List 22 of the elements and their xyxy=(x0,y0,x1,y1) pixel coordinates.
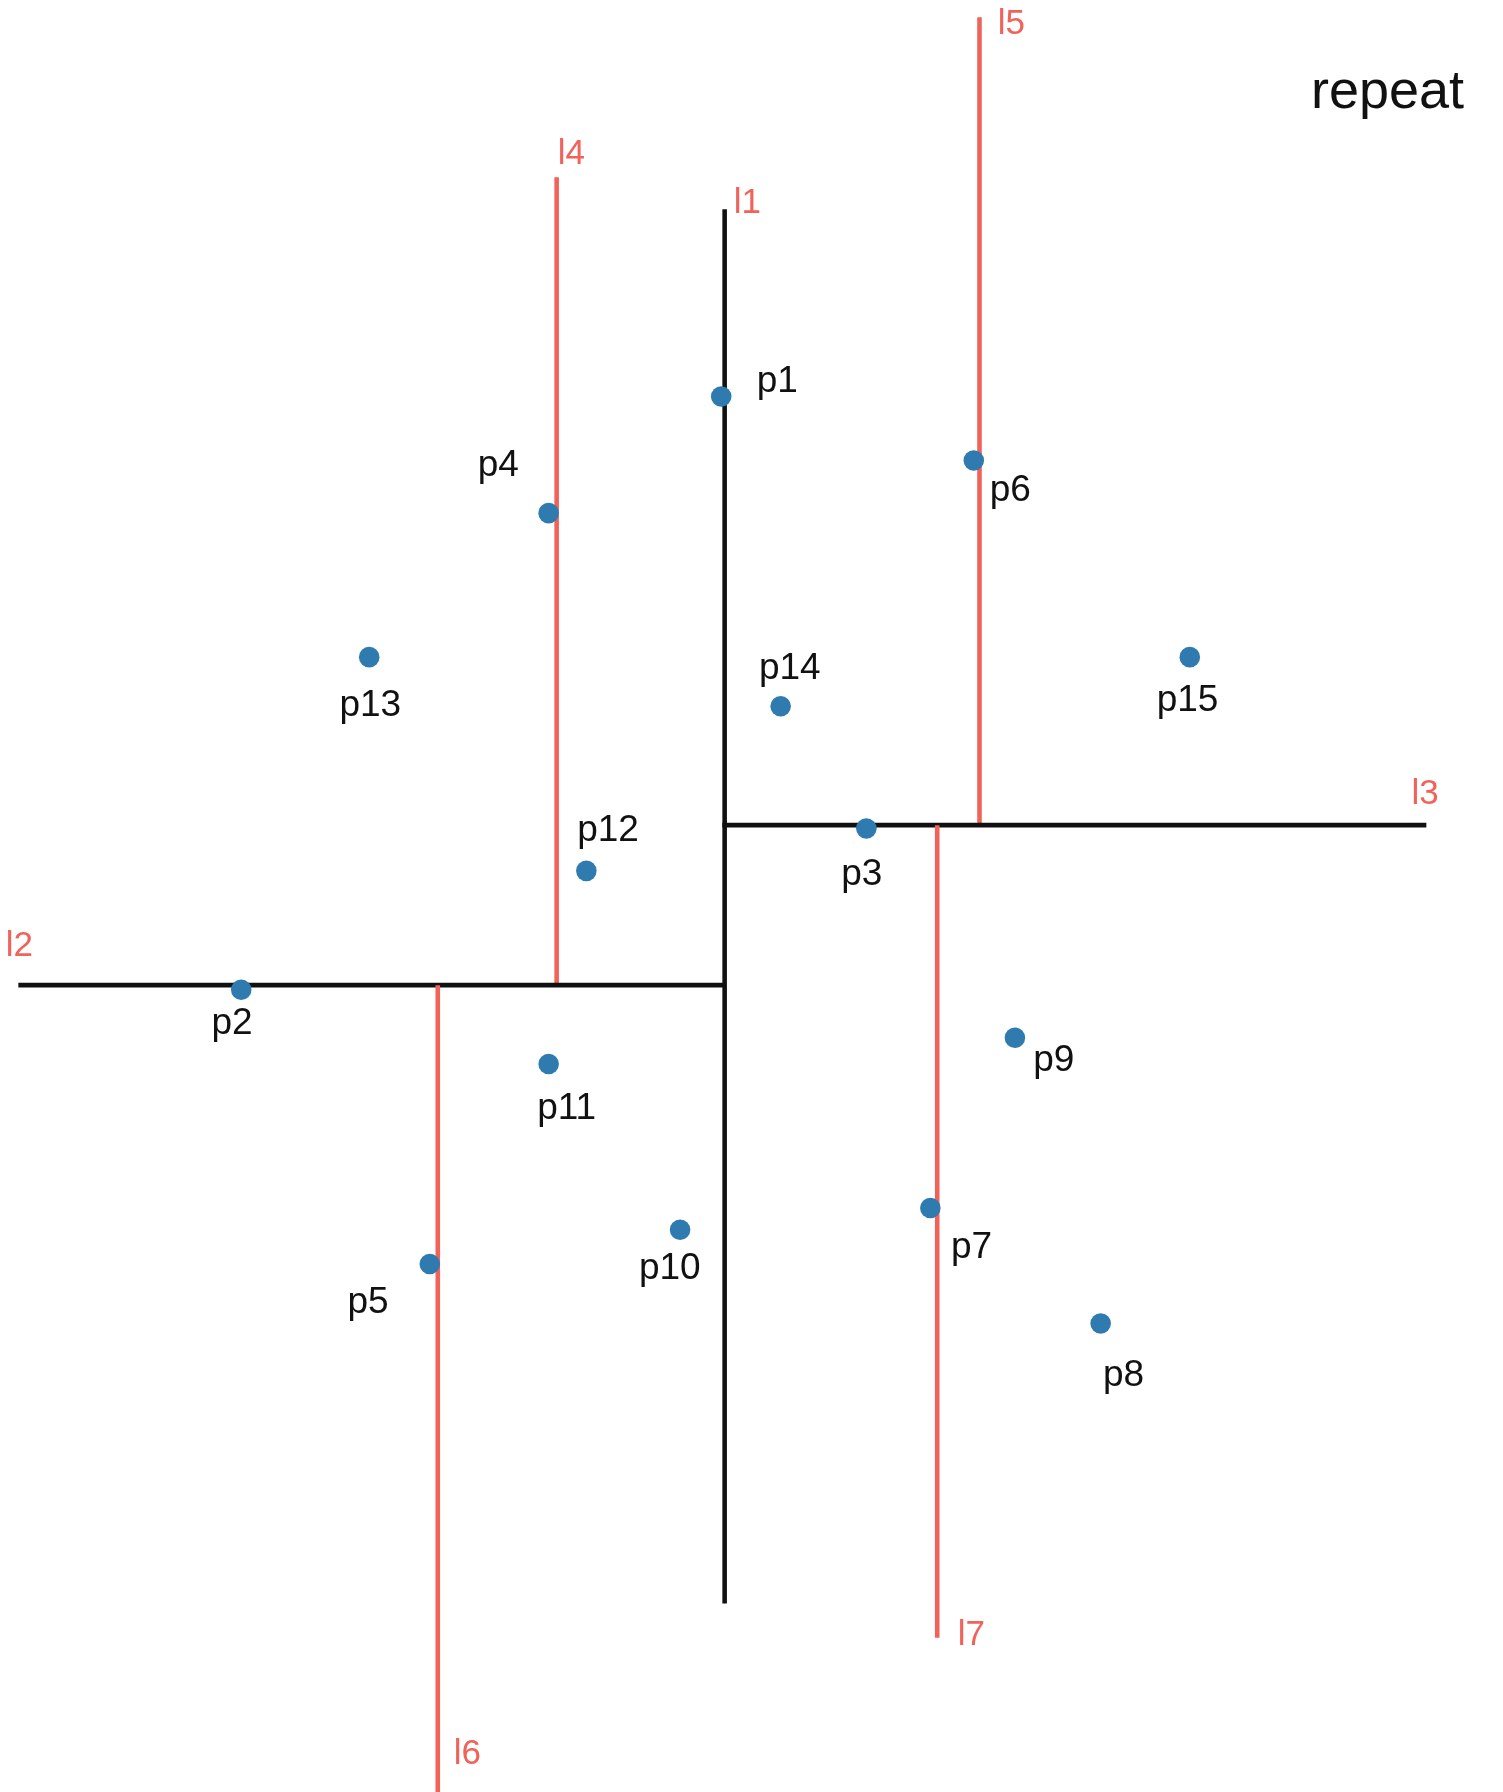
point-label: p15 xyxy=(1156,679,1219,717)
point-label: p6 xyxy=(989,469,1031,507)
line-label: l7 xyxy=(957,1614,986,1650)
line-label: l2 xyxy=(5,925,33,961)
point-label: p14 xyxy=(758,647,821,685)
point-label: p5 xyxy=(347,1281,389,1319)
point-label: p9 xyxy=(1033,1039,1075,1077)
title: repeat xyxy=(1310,62,1465,117)
line-label: l1 xyxy=(733,182,762,218)
point-label: p7 xyxy=(950,1226,993,1264)
point-label: p10 xyxy=(638,1247,701,1285)
point-label: p11 xyxy=(537,1087,597,1125)
point-label: p3 xyxy=(841,853,883,891)
line-label: l4 xyxy=(557,133,585,169)
point-label: p2 xyxy=(211,1002,253,1040)
point-label: p1 xyxy=(756,360,798,398)
point-label: p13 xyxy=(339,684,402,722)
point-label: p8 xyxy=(1102,1354,1145,1392)
point-label: p4 xyxy=(477,444,519,482)
line-label: l6 xyxy=(453,1733,481,1769)
line-label: l5 xyxy=(997,3,1026,39)
line-label: l3 xyxy=(1411,773,1439,809)
